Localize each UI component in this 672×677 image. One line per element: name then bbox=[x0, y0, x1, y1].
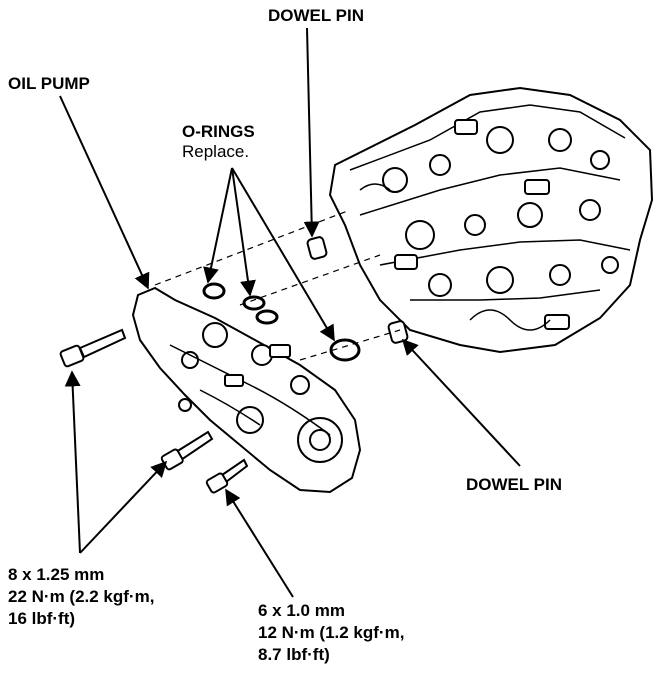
dowel-pin-lower bbox=[387, 320, 409, 344]
dowel-pin-top-label: DOWEL PIN bbox=[268, 6, 365, 25]
bolt-6-torque-line-2: 8.7 lbf·ft) bbox=[258, 645, 330, 664]
dowel-pins bbox=[306, 236, 409, 344]
leader-o-ring-2 bbox=[231, 167, 256, 297]
alignment-lines bbox=[154, 209, 401, 361]
dowel-pin-bottom-label: DOWEL PIN bbox=[466, 475, 563, 494]
leader-dowel-pin-bottom bbox=[401, 338, 521, 467]
o-ring-3 bbox=[255, 309, 279, 325]
leader-bolt-8-b bbox=[79, 460, 168, 554]
leader-oil-pump bbox=[59, 95, 150, 290]
engine-block bbox=[328, 86, 654, 354]
dowel-pin-upper bbox=[306, 236, 328, 260]
leader-lines bbox=[59, 27, 521, 598]
leader-dowel-pin-top bbox=[303, 27, 320, 238]
oil-pump-label: OIL PUMP bbox=[8, 74, 90, 93]
o-rings-note: Replace. bbox=[182, 142, 250, 161]
o-ring-1 bbox=[202, 282, 226, 300]
bolt-8x1-25-upper bbox=[59, 328, 127, 368]
bolt-8x1-25-lower bbox=[160, 430, 214, 471]
o-ring-2 bbox=[242, 295, 266, 311]
leader-bolt-6 bbox=[225, 488, 294, 598]
leader-o-ring-1 bbox=[203, 167, 233, 284]
bolt-6-size-label: 6 x 1.0 mm bbox=[258, 601, 345, 620]
o-ring-4 bbox=[329, 338, 361, 362]
bolt-8-size-label: 8 x 1.25 mm bbox=[8, 565, 105, 584]
bolt-6x1-0 bbox=[205, 458, 249, 494]
leader-bolt-8-a bbox=[64, 370, 81, 554]
oil-pump-housing bbox=[131, 286, 362, 494]
bolts bbox=[59, 328, 249, 494]
bolt-6-torque-line-1: 12 N·m (1.2 kgf·m, bbox=[258, 623, 405, 642]
bolt-8-torque-line-2: 16 lbf·ft) bbox=[8, 609, 76, 628]
o-rings-label: O-RINGS bbox=[182, 122, 255, 141]
leader-o-ring-3 bbox=[231, 167, 335, 342]
bolt-8-torque-line-1: 22 N·m (2.2 kgf·m, bbox=[8, 587, 155, 606]
